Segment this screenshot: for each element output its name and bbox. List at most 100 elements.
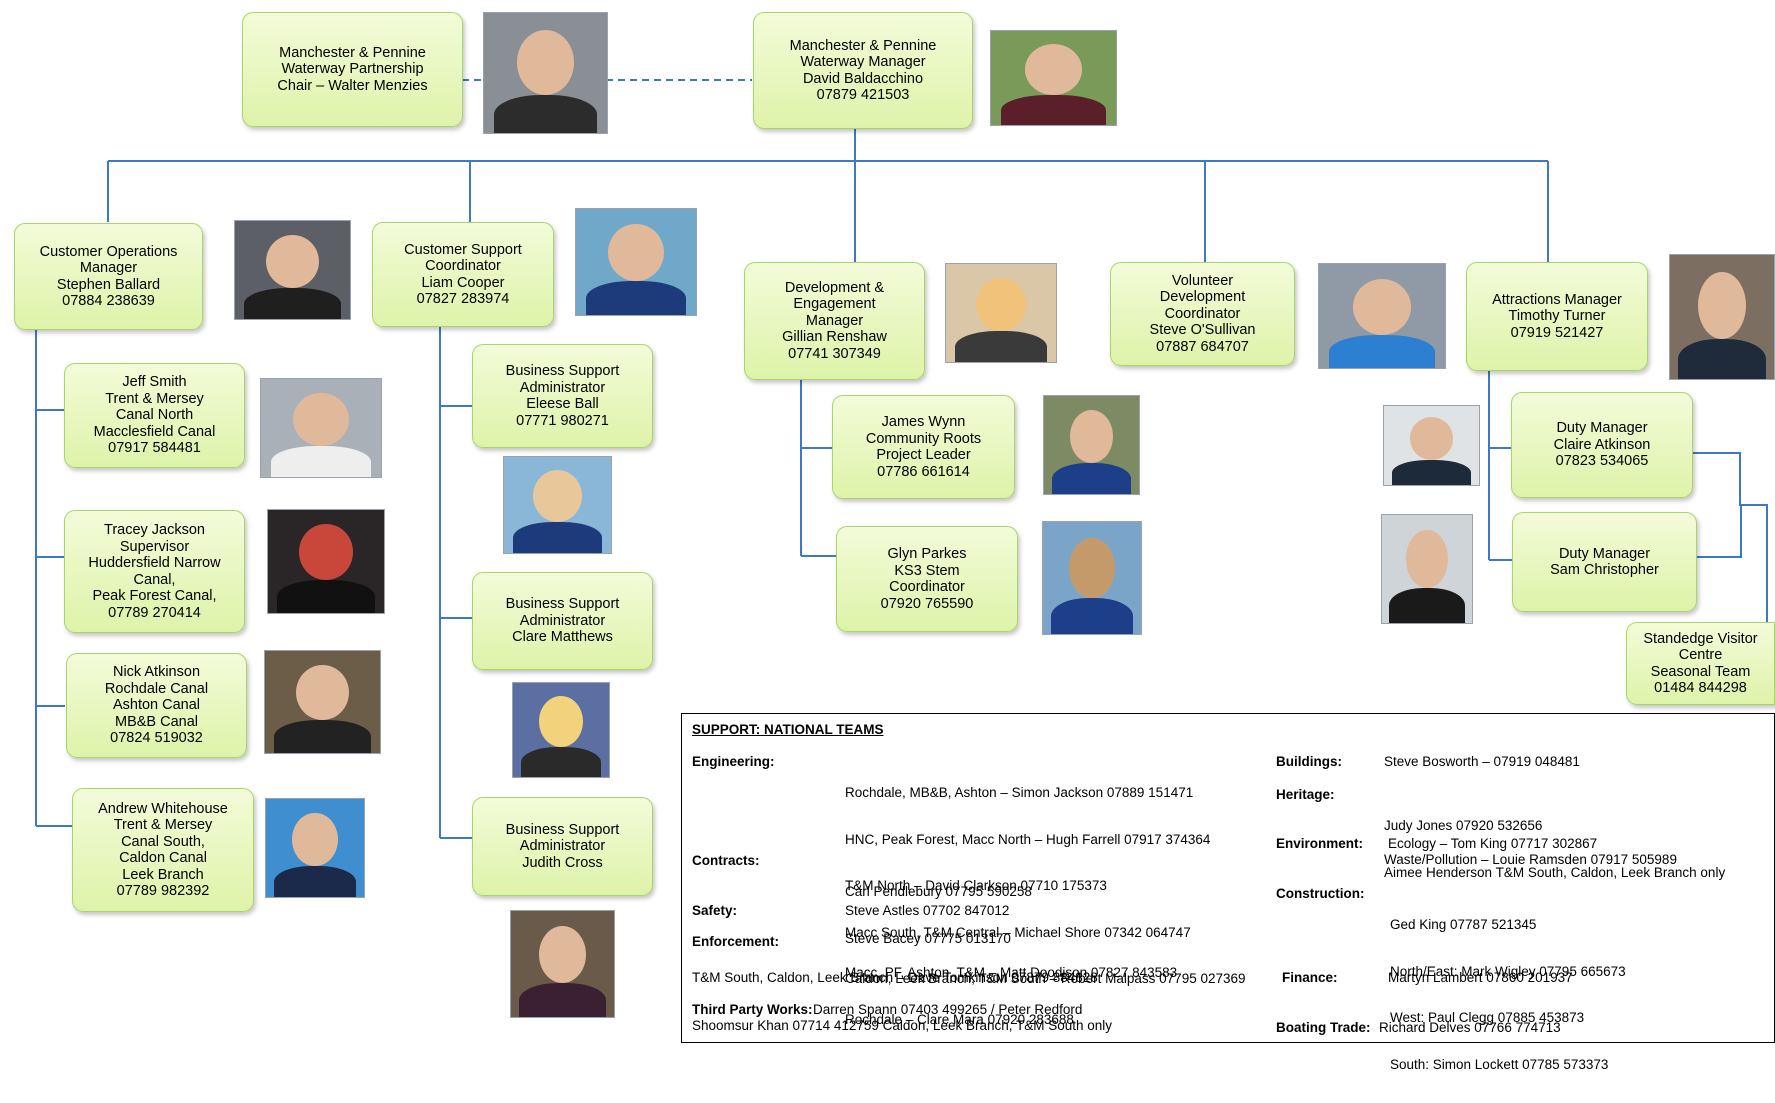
nick-line-1: Nick Atkinson xyxy=(112,664,201,681)
engineering-label: Engineering: xyxy=(692,754,775,769)
engineering-line: Macc South, T&M Central – Michael Shore … xyxy=(845,924,1191,940)
volunteer-line-1: Volunteer xyxy=(1171,272,1234,289)
attractions-line-2: Timothy Turner xyxy=(1508,308,1606,325)
andrew-line-2: Trent & Mersey xyxy=(113,817,213,833)
tracey-line-5: Peak Forest Canal, xyxy=(92,588,217,604)
nick-line-4: MB&B Canal xyxy=(114,713,198,730)
manager-line-3: David Baldacchino xyxy=(802,70,924,87)
environment-line: Ecology – Tom King 07717 302867 xyxy=(1388,836,1598,851)
glyn-photo xyxy=(1042,521,1142,635)
enforcement-line: Macc, PF, Ashton, T&M – Matt Doodison 07… xyxy=(845,965,1178,980)
volunteer-line-3: Coordinator xyxy=(1164,305,1241,322)
customer-support-line-2: Coordinator xyxy=(425,258,501,274)
eleese-box: Business Support Administrator Eleese Ba… xyxy=(472,344,653,448)
tracey-box: Tracey Jackson Supervisor Huddersfield N… xyxy=(64,510,245,633)
enforcement-line: Rochdale – Clare Mara 07920 283688 xyxy=(845,1011,1074,1027)
tracey-line-2: Supervisor xyxy=(119,538,190,555)
claire-line-1: Duty Manager xyxy=(1556,420,1648,437)
attractions-photo xyxy=(1669,254,1775,380)
james-line-2: Community Roots xyxy=(865,430,982,447)
third-party-label: Third Party Works: xyxy=(692,1002,813,1017)
customer-ops-line-2: Manager xyxy=(79,260,138,276)
construction-line: North/East: Mark Wigley 07795 665673 xyxy=(1390,963,1626,979)
glyn-line-2: KS3 Stem xyxy=(894,562,960,579)
customer-ops-box: Customer Operations Manager Stephen Ball… xyxy=(14,223,203,330)
tracey-photo xyxy=(267,509,385,614)
org-chart-connectors xyxy=(35,79,1768,839)
nick-photo xyxy=(264,650,381,754)
glyn-line-3: Coordinator xyxy=(889,579,965,595)
customer-support-line-4: 07827 283974 xyxy=(416,291,510,307)
contracts-list: Carl Pendlebury 07795 590258 Steve Bacey… xyxy=(845,853,1032,977)
james-line-1: James Wynn xyxy=(881,414,966,430)
andrew-line-5: Leek Branch xyxy=(122,866,204,883)
judith-box: Business Support Administrator Judith Cr… xyxy=(472,797,653,896)
judith-line-3: Judith Cross xyxy=(522,854,603,871)
standedge-line-4: 01484 844298 xyxy=(1654,680,1747,696)
volunteer-photo xyxy=(1318,263,1446,369)
eleese-photo xyxy=(503,456,612,554)
environment-label: Environment: xyxy=(1276,836,1364,851)
standedge-line-2: Centre xyxy=(1678,647,1723,663)
clare-box: Business Support Administrator Clare Mat… xyxy=(472,572,653,670)
andrew-line-1: Andrew Whitehouse xyxy=(98,800,228,817)
tracey-line-4: Canal, xyxy=(133,571,176,588)
customer-support-line-1: Customer Support xyxy=(404,241,522,258)
enforcement-label: Enforcement: xyxy=(692,934,780,949)
eleese-line-1: Business Support xyxy=(505,363,620,379)
andrew-line-3: Canal South, xyxy=(121,833,205,850)
jeff-box: Jeff Smith Trent & Mersey Canal North Ma… xyxy=(64,363,245,468)
james-box: James Wynn Community Roots Project Leade… xyxy=(832,395,1015,499)
customer-ops-line-4: 07884 238639 xyxy=(62,293,155,309)
development-line-5: 07741 307349 xyxy=(788,345,881,362)
construction-line: South: Simon Lockett 07785 573373 xyxy=(1390,1056,1609,1072)
sam-line-1: Duty Manager xyxy=(1558,545,1651,562)
customer-ops-photo xyxy=(234,220,351,320)
sam-line-2: Sam Christopher xyxy=(1550,562,1659,578)
attractions-line-1: Attractions Manager xyxy=(1492,291,1622,308)
finance-line: Martyn Lambert 07860 201937 xyxy=(1388,970,1573,985)
attractions-line-3: 07919 521427 xyxy=(1510,324,1604,341)
development-line-4: Gillian Renshaw xyxy=(782,329,887,346)
development-line-2: Engagement xyxy=(793,296,876,313)
support-title: SUPPORT: NATIONAL TEAMS xyxy=(692,722,884,737)
chair-line-2: Waterway Partnership xyxy=(281,61,424,78)
nick-line-5: 07824 519032 xyxy=(110,730,203,747)
manager-line-4: 07879 421503 xyxy=(816,87,910,103)
engineering-line: HNC, Peak Forest, Macc North – Hugh Farr… xyxy=(845,831,1211,847)
chair-photo xyxy=(483,12,608,134)
enforcement-extra-line: T&M South, Caldon, Leek Branch – Dave To… xyxy=(692,970,1098,985)
nick-line-3: Ashton Canal xyxy=(112,697,201,714)
enforcement-list: Macc, PF, Ashton, T&M – Matt Doodison 07… xyxy=(845,934,1177,1058)
nick-line-2: Rochdale Canal xyxy=(104,680,209,697)
eleese-line-4: 07771 980271 xyxy=(516,412,609,429)
heritage-label: Heritage: xyxy=(1276,787,1335,802)
contracts-label: Contracts: xyxy=(692,853,760,868)
chair-line-1: Manchester & Pennine xyxy=(279,44,426,61)
volunteer-line-5: 07887 684707 xyxy=(1156,338,1249,355)
development-line-1: Development & xyxy=(784,279,885,296)
heritage-list: Judy Jones 07920 532656 Aimee Henderson … xyxy=(1384,787,1725,911)
clare-photo xyxy=(512,682,610,778)
customer-support-line-3: Liam Cooper xyxy=(421,274,505,291)
customer-support-box: Customer Support Coordinator Liam Cooper… xyxy=(372,222,554,327)
judith-line-2: Administrator xyxy=(519,838,606,855)
manager-line-1: Manchester & Pennine xyxy=(789,37,937,54)
james-line-3: Project Leader xyxy=(876,447,971,463)
james-line-4: 07786 661614 xyxy=(877,463,970,480)
sam-photo xyxy=(1381,514,1473,624)
customer-ops-line-1: Customer Operations xyxy=(39,243,178,260)
tracey-line-3: Huddersfield Narrow xyxy=(88,555,221,571)
manager-photo xyxy=(990,30,1117,126)
judith-line-1: Business Support xyxy=(505,821,620,838)
clare-line-1: Business Support xyxy=(505,596,620,613)
construction-line: Ged King 07787 521345 xyxy=(1390,917,1537,932)
attractions-box: Attractions Manager Timothy Turner 07919… xyxy=(1466,262,1648,371)
standedge-line-1: Standedge Visitor xyxy=(1643,630,1758,647)
buildings-line: Steve Bosworth – 07919 048481 xyxy=(1384,754,1580,769)
contracts-line: Steve Bacey 07775 013170 xyxy=(845,930,1011,946)
clare-line-2: Administrator xyxy=(519,612,606,629)
construction-list: Ged King 07787 521345 North/East: Mark W… xyxy=(1390,886,1626,1103)
james-photo xyxy=(1043,395,1140,495)
claire-box: Duty Manager Claire Atkinson 07823 53406… xyxy=(1511,392,1693,498)
